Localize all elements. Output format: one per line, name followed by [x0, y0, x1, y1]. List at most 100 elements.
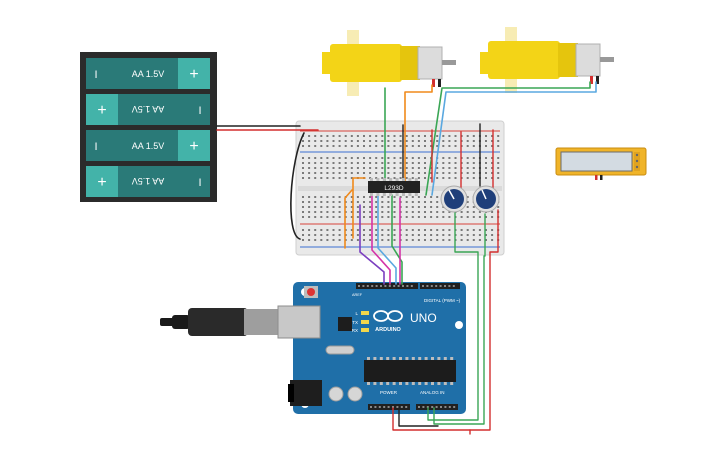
- wire-rail-bridge[interactable]: [290, 132, 305, 240]
- breadboard-hole: [399, 140, 402, 142]
- breadboard-hole: [387, 145, 390, 147]
- potentiometer-1[interactable]: [440, 185, 468, 213]
- breadboard-hole: [491, 140, 494, 142]
- breadboard-hole: [417, 239, 420, 241]
- atmega-pin-top: [411, 357, 415, 360]
- wire-magenta-d8[interactable]: [371, 194, 391, 285]
- breadboard-hole: [460, 239, 463, 241]
- atmega-pin-bottom: [379, 382, 383, 385]
- breadboard-hole: [387, 216, 390, 218]
- wire-pot1-signal[interactable]: [427, 211, 479, 421]
- potentiometer-2[interactable]: [472, 185, 500, 213]
- usb-port[interactable]: [277, 305, 321, 339]
- battery-cell-4: +IAA 1.5V: [86, 166, 210, 197]
- dc-power-jack[interactable]: [290, 380, 322, 406]
- breadboard-hole: [387, 196, 390, 198]
- breadboard-hole: [430, 172, 433, 174]
- chip-pin-bottom: [408, 193, 412, 196]
- breadboard-hole: [326, 172, 329, 174]
- breadboard-hole: [332, 145, 335, 147]
- wires: [216, 81, 597, 435]
- breadboard-hole: [448, 162, 451, 164]
- breadboard-hole: [393, 167, 396, 169]
- breadboard-hole: [338, 234, 341, 236]
- breadboard-hole: [442, 216, 445, 218]
- wire-motor-right-a[interactable]: [425, 81, 591, 196]
- breadboard-hole: [308, 167, 311, 169]
- breadboard-hole: [332, 172, 335, 174]
- lcd-display-module[interactable]: [555, 147, 647, 180]
- breadboard-hole: [338, 172, 341, 174]
- digital-header-left[interactable]: [356, 283, 418, 289]
- battery-cell-positive-cap: [178, 130, 210, 161]
- reset-button-cap[interactable]: [307, 288, 315, 296]
- breadboard-hole: [363, 206, 365, 208]
- arduino-uno-board[interactable]: L TX RX ARDUINO UNO DIGITAL (PWM ~) AREF…: [160, 282, 466, 414]
- breadboard-hole: [320, 211, 323, 213]
- header-pin-hole: [371, 285, 374, 287]
- breadboard-hole: [497, 145, 500, 147]
- breadboard-hole: [472, 167, 475, 169]
- breadboard-hole: [314, 167, 317, 169]
- breadboard-hole: [363, 167, 365, 169]
- battery-cell-positive-cap: [86, 166, 118, 197]
- wire-pot2-signal[interactable]: [433, 213, 486, 425]
- atmega-pin-bottom: [392, 382, 396, 385]
- breadboard-hole: [405, 216, 408, 218]
- wire-blue-d7[interactable]: [377, 194, 397, 285]
- breadboard-hole: [350, 206, 353, 208]
- breadboard-hole: [308, 211, 311, 213]
- breadboard-hole: [356, 201, 359, 203]
- breadboard-hole: [332, 211, 335, 213]
- breadboard-hole: [302, 145, 304, 147]
- wire-motor-right-b[interactable]: [431, 81, 597, 196]
- battery-cell-label: AA 1.5V: [132, 141, 165, 151]
- breadboard-hole: [381, 145, 384, 147]
- wire-purple-d9[interactable]: [359, 204, 385, 285]
- breadboard-hole: [375, 172, 378, 174]
- breadboard-hole: [387, 135, 390, 137]
- header-pin-hole: [444, 285, 446, 287]
- dc-motor-right[interactable]: [480, 27, 614, 93]
- capacitor-2: [347, 386, 363, 402]
- breadboard-hole: [314, 216, 317, 218]
- breadboard-hole: [436, 140, 439, 142]
- breadboard-hole: [326, 239, 329, 241]
- lcd-screen: [560, 151, 633, 172]
- breadboard-hole: [308, 177, 311, 179]
- breadboard-hole: [466, 234, 469, 236]
- breadboard-hole: [399, 177, 402, 179]
- breadboard-hole: [424, 140, 426, 142]
- wire-motor-left-a[interactable]: [404, 84, 433, 183]
- l293d-driver-chip[interactable]: L293D: [368, 178, 420, 196]
- breadboard-hole: [375, 239, 378, 241]
- breadboard-hole: [302, 211, 304, 213]
- lcd-lead-1: [595, 175, 598, 180]
- breadboard-hole: [448, 216, 451, 218]
- breadboard-hole: [369, 201, 372, 203]
- wire-green-d6[interactable]: [391, 194, 403, 285]
- breadboard-hole: [344, 162, 347, 164]
- wire-chip-orange[interactable]: [344, 189, 353, 249]
- breadboard-hole: [436, 135, 439, 137]
- breadboard-hole: [375, 229, 378, 231]
- breadboard-hole: [356, 229, 359, 231]
- wire-gnd-return[interactable]: [398, 407, 439, 427]
- breadboard-hole: [387, 172, 390, 174]
- dc-motor-left[interactable]: [322, 30, 456, 96]
- breadboard-hole: [387, 162, 390, 164]
- breadboard-hole: [356, 162, 359, 164]
- wire-chip-orange-2[interactable]: [352, 177, 366, 239]
- breadboard-hole: [344, 135, 347, 137]
- breadboard-hole: [472, 162, 475, 164]
- breadboard-hole: [320, 172, 323, 174]
- wire-5v-return[interactable]: [392, 209, 499, 431]
- breadboard-hole: [308, 216, 311, 218]
- lcd-lead-2: [600, 175, 603, 180]
- header-pin-hole: [375, 285, 378, 287]
- breadboard-hole: [369, 162, 372, 164]
- breadboard-hole: [326, 201, 329, 203]
- breadboard-hole: [314, 145, 317, 147]
- breadboard-hole: [424, 172, 426, 174]
